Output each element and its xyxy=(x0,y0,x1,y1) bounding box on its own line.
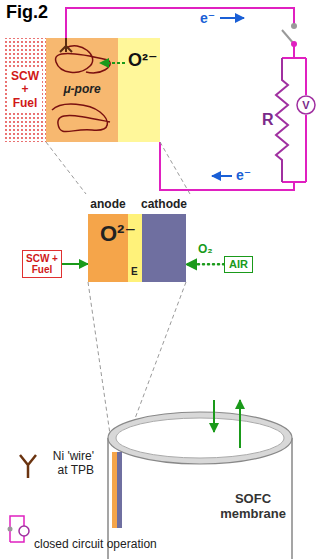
voltmeter-icon xyxy=(19,526,29,536)
node-text: AIR xyxy=(229,258,248,271)
resistor-label: R xyxy=(262,111,274,129)
ion-arrow xyxy=(100,62,125,64)
air-feed-arrow xyxy=(186,263,224,266)
layer-heading: cathode xyxy=(141,198,187,212)
anode-magnified xyxy=(46,38,118,142)
legend-entry: Ni 'wire' at TPB xyxy=(44,450,94,478)
ion-label: O²⁻ xyxy=(100,221,136,246)
pore-channel xyxy=(56,46,111,73)
zoom-guide xyxy=(46,142,190,448)
cylinder-bore xyxy=(116,418,284,458)
circuit-wire xyxy=(66,8,294,38)
node-text: μ-pore xyxy=(63,83,100,97)
electron-label: e⁻ xyxy=(200,10,215,26)
gas-label: O₂ xyxy=(198,243,213,257)
electron-arrow xyxy=(220,17,244,19)
node-text: SOFC membrane xyxy=(216,492,290,522)
ni-wire-symbol xyxy=(20,455,36,478)
legend-entry: closed circuit operation xyxy=(34,535,157,553)
cathode-layer: cathode xyxy=(142,214,186,282)
resistor-symbol xyxy=(276,58,288,182)
membrane-anode-strip xyxy=(112,452,117,528)
node-text: V xyxy=(302,99,309,112)
switch-contact xyxy=(291,23,297,29)
fuel-feed-arrow xyxy=(62,263,88,265)
fuel-dots xyxy=(4,38,46,142)
air-inlet-box: AIR xyxy=(224,256,253,273)
electron-arrow xyxy=(212,175,232,177)
switch-contact xyxy=(8,527,13,532)
pore-channel xyxy=(52,104,110,132)
circuit-wire xyxy=(160,44,306,190)
electron-label: e⁻ xyxy=(236,167,251,183)
fuel-region: SCW + Fuel xyxy=(4,38,46,142)
ion-label: O²⁻ xyxy=(128,50,158,71)
flow-arrow xyxy=(213,400,215,432)
anode-pore-region: μ-pore xyxy=(46,38,118,142)
electrolyte-magnified xyxy=(118,38,160,142)
cylinder-shape xyxy=(104,408,296,559)
membrane-cathode-strip xyxy=(117,452,122,528)
voltmeter-outline xyxy=(297,96,315,114)
node-text: SCW + Fuel xyxy=(8,69,42,111)
voltmeter: V xyxy=(296,95,316,115)
legend-text: closed circuit operation xyxy=(34,538,157,552)
fuel-inlet-box: SCW + Fuel xyxy=(22,250,62,278)
flow-arrow xyxy=(239,400,241,448)
electrolyte-label: E xyxy=(131,266,138,278)
layer-heading: anode xyxy=(90,198,125,212)
figure-title: Fig.2 xyxy=(4,2,50,23)
ni-wire-symbol xyxy=(60,38,72,52)
legend-text: Ni 'wire' at TPB xyxy=(44,450,94,478)
node-text: SCW + Fuel xyxy=(26,253,58,275)
cylinder-rim xyxy=(108,412,292,464)
sofc-cylinder: SOFC membrane xyxy=(104,408,296,559)
